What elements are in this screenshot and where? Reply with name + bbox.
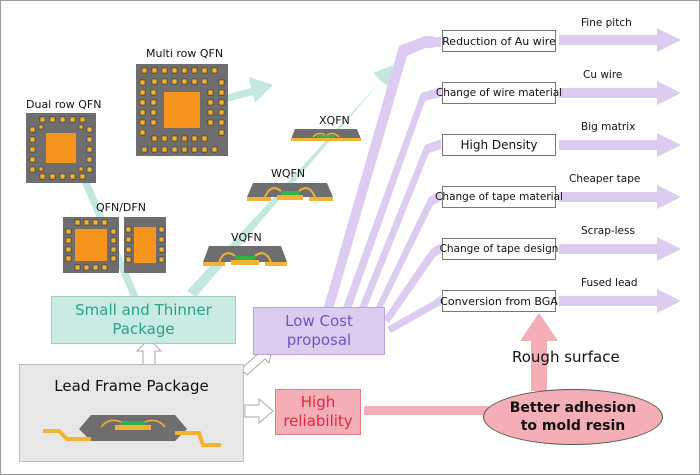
arrow-out-6 xyxy=(559,289,681,313)
small-thinner-package-box: Small and Thinner Package xyxy=(51,296,236,344)
label-wqfn: WQFN xyxy=(271,167,306,180)
arrow-out-2 xyxy=(559,81,681,105)
low-cost-proposal-box: Low Cost proposal xyxy=(253,307,385,355)
qfn-chip xyxy=(63,217,119,273)
arrow-lf-to-highrel xyxy=(244,397,274,425)
lead-frame-profile xyxy=(43,415,221,447)
arrow-to-5 xyxy=(383,243,441,323)
vqfn-profile xyxy=(203,246,287,266)
multi-row-qfn-chip xyxy=(136,64,228,156)
arrow-to-4 xyxy=(371,191,441,319)
lead-frame-package-label: Lead Frame Package xyxy=(54,377,209,395)
high-reliability-box: High reliability xyxy=(275,389,361,435)
target-box-3: High Density xyxy=(442,134,556,156)
arrow-out-1 xyxy=(559,28,681,52)
target-box-1: Reduction of Au wire xyxy=(442,30,556,52)
result-6: Fused lead xyxy=(581,277,638,289)
arrow-highrel-to-adhesion xyxy=(364,406,489,415)
arrow-lowcost-spine xyxy=(313,36,433,313)
arrow-lf-to-small xyxy=(135,338,163,367)
arrow-to-6 xyxy=(387,295,441,333)
label-dual-row-qfn: Dual row QFN xyxy=(26,98,102,111)
arrow-small-to-multirow xyxy=(214,77,273,105)
result-5: Scrap-less xyxy=(581,225,635,237)
label-qfn-dfn: QFN/DFN xyxy=(96,201,146,214)
label-vqfn: VQFN xyxy=(231,231,262,244)
target-box-4: Change of tape material xyxy=(435,186,563,208)
target-box-5: Change of tape design xyxy=(440,238,558,260)
better-adhesion-ellipse: Better adhesion to mold resin xyxy=(483,389,663,445)
wqfn-profile xyxy=(247,183,333,201)
arrow-adhesion-up xyxy=(520,313,558,391)
dfn-chip xyxy=(124,217,166,273)
result-3: Big matrix xyxy=(581,121,636,133)
arrow-spine-to-1 xyxy=(425,37,441,47)
arrow-out-3 xyxy=(559,133,681,157)
pink-arrows xyxy=(364,313,558,415)
xqfn-profile xyxy=(291,129,361,141)
arrow-small-to-xqfn-diag xyxy=(187,65,393,297)
result-2: Cu wire xyxy=(583,69,623,81)
arrow-out-4 xyxy=(559,185,681,209)
result-1: Fine pitch xyxy=(581,17,632,29)
target-box-2: Change of wire material xyxy=(436,82,562,104)
target-box-6: Conversion from BGA xyxy=(440,290,558,312)
result-4: Cheaper tape xyxy=(569,173,641,185)
rough-surface-label: Rough surface xyxy=(512,348,620,366)
arrow-to-3 xyxy=(356,139,441,317)
arrow-out-5 xyxy=(559,237,681,261)
label-xqfn: XQFN xyxy=(319,114,350,127)
dual-row-qfn-chip xyxy=(26,113,96,183)
lavender-arrows xyxy=(313,28,681,333)
label-multi-row-qfn: Multi row QFN xyxy=(146,47,224,60)
arrow-to-2 xyxy=(341,87,441,315)
